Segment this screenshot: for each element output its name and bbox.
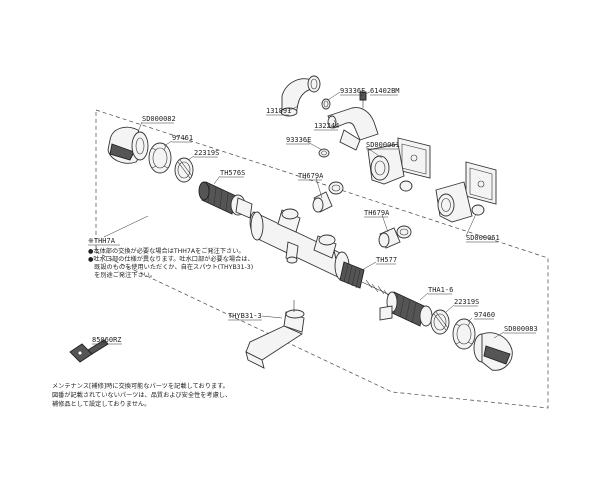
union-sd000061-top (367, 137, 431, 192)
label-sd000061-right: SD000061 (466, 234, 500, 242)
label-sd000082: SD000082 (142, 115, 176, 123)
label-93336e: 93336E (286, 136, 311, 144)
pipe-132244 (327, 107, 379, 151)
label-th577: TH577 (376, 256, 397, 264)
assembly-boundary (95, 109, 549, 409)
label-85060rz: 85060RZ (92, 336, 122, 344)
part-labels: 131891 93336E 61402BM 132244 93336E SD00… (88, 87, 538, 345)
label-22319s-right: 22319S (454, 298, 479, 306)
handle-sd000083 (473, 332, 513, 371)
key-85060rz (69, 339, 109, 363)
label-sd000083: SD000083 (504, 325, 538, 333)
label-97460: 97460 (474, 311, 495, 319)
label-sd000061-top: SD000061 (366, 141, 400, 149)
ring-97460 (452, 318, 476, 350)
leader-lines (99, 91, 505, 344)
label-132244: 132244 (314, 122, 339, 130)
body-note-line-1: ●本体部の交換が必要な場合はTHH7Aをご発注下さい。 (88, 247, 245, 255)
label-thyb31-3: THYB31-3 (228, 312, 262, 320)
label-th679a-left: TH679A (298, 172, 324, 180)
screw-61402bm (359, 91, 367, 108)
label-22319s-left: 22319S (194, 149, 219, 157)
footer-note: メンテナンス[補修]時に交換可能なパーツを記載しております。 図番が記載されてい… (52, 382, 231, 408)
oring-93336e (318, 148, 330, 158)
connector-th679a-left (312, 181, 344, 213)
label-th576s: TH576S (220, 169, 245, 177)
label-th679a-right: TH679A (364, 209, 390, 217)
elbow-131891 (280, 75, 321, 117)
body-note-line-4: を別途ご発注下さい。 (88, 271, 156, 279)
label-93336e-top: 93336E (340, 87, 365, 95)
label-131891: 131891 (266, 107, 291, 115)
union-sd000061-right (435, 161, 497, 223)
footer-note-line-2: 図番が記載されていないパーツは、品質および安全性を考慮し、 (52, 391, 231, 399)
nut-22319s-left (174, 157, 194, 183)
connector-th679a-right (378, 225, 412, 249)
oring-93336e-top (321, 98, 331, 110)
cartridge-tha1-6 (379, 291, 433, 327)
label-61402bm: 61402BM (370, 87, 400, 95)
label-97461: 97461 (172, 134, 193, 142)
ring-97461 (148, 142, 172, 174)
spout-thyb31-3 (245, 300, 305, 369)
body-note: ●本体部の交換が必要な場合はTHH7Aをご発注下さい。 ●吐水口部の仕様が異なり… (88, 247, 254, 279)
label-thh7a: ※THH7A (88, 237, 116, 245)
cartridge-th576s (198, 181, 253, 219)
footer-note-line-1: メンテナンス[補修]時に交換可能なパーツを記載しております。 (52, 382, 229, 390)
body-note-line-2: ●吐水口部の仕様が異なります。吐水口部が必要な場合は、 (88, 255, 254, 263)
strainer-th577 (339, 261, 393, 299)
faucet-body-thh7a (249, 208, 351, 283)
label-tha1-6: THA1-6 (428, 286, 453, 294)
body-note-line-3: 既設のものを使用いただくか、自在スパウト(THYB31-3) (88, 263, 253, 271)
nut-22319s-right (430, 309, 450, 335)
handle-sd000082 (107, 126, 149, 164)
footer-note-line-3: 補修品として設定しておりません。 (52, 400, 150, 408)
